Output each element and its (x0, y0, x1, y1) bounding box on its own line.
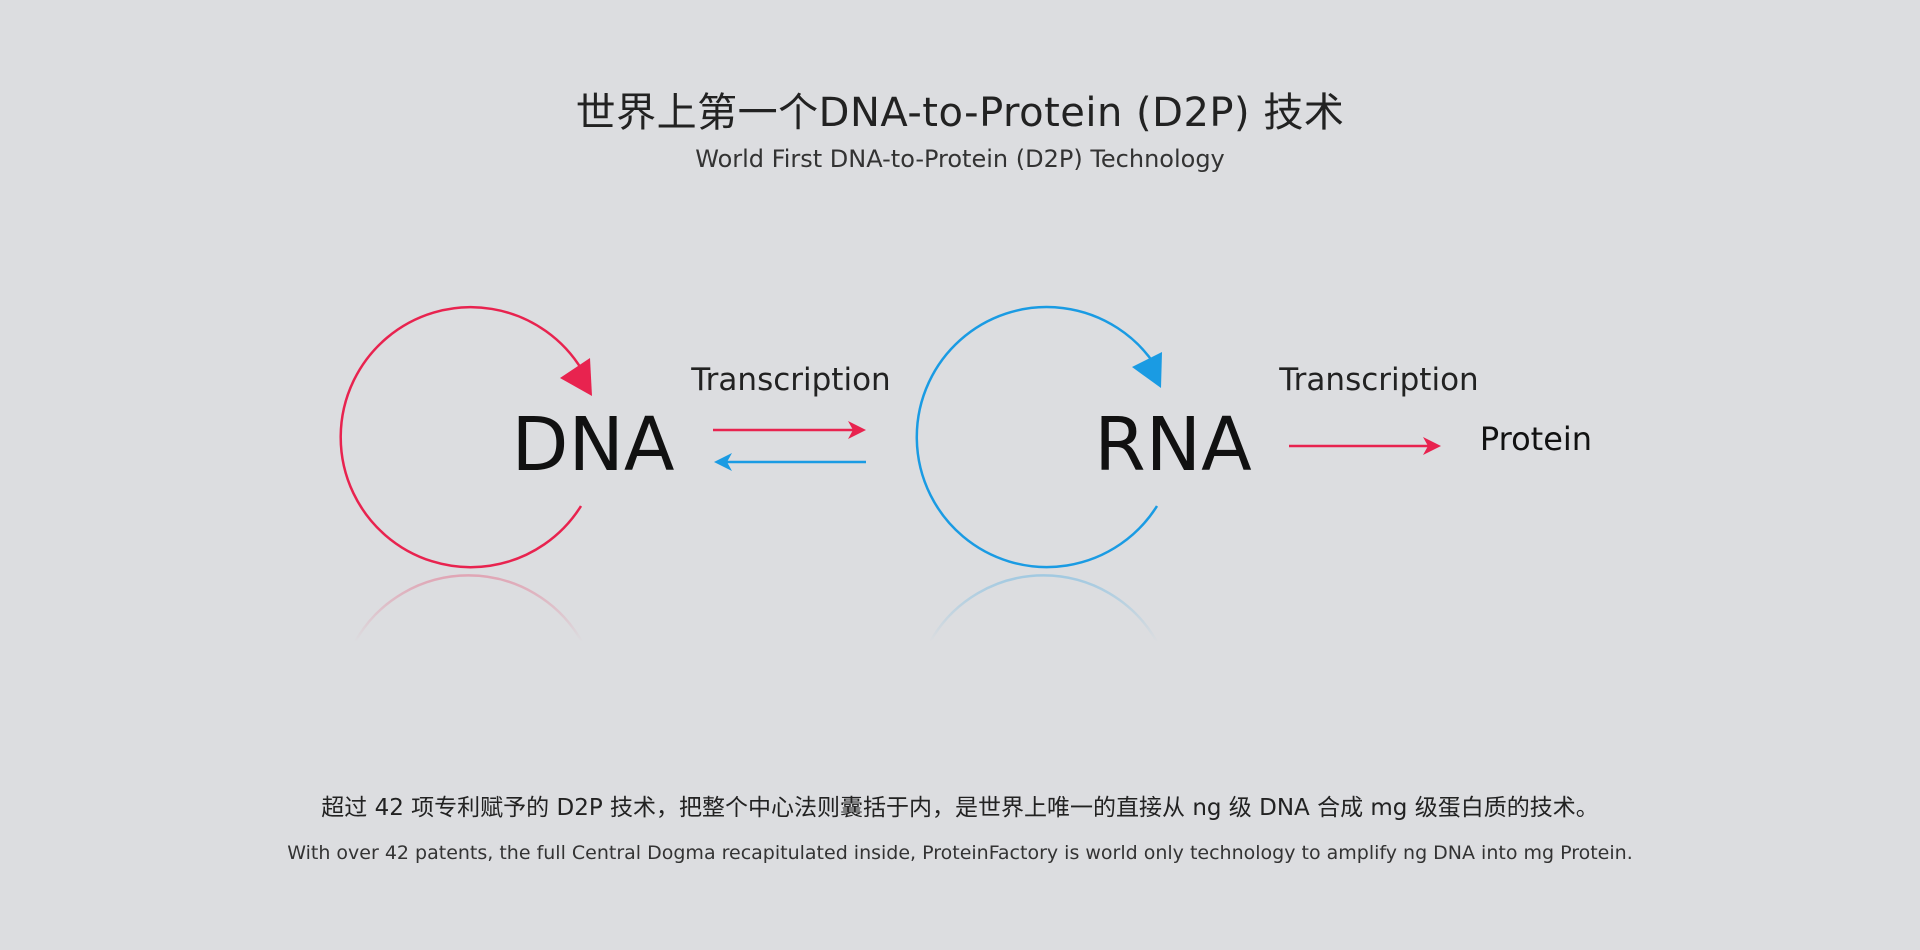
protein-node-label: Protein (1480, 420, 1592, 458)
description-en: With over 42 patents, the full Central D… (287, 842, 1633, 864)
rna-protein-edge-label: Transcription (1278, 362, 1478, 398)
dna-rna-edge-label: Transcription (690, 362, 890, 398)
rna-loop-reflection (928, 574, 1159, 643)
dna-replication-loop (339, 305, 592, 643)
rna-to-dna-arrow (714, 453, 866, 471)
page-title-en: World First DNA-to-Protein (D2P) Technol… (695, 145, 1225, 173)
rna-to-protein-arrow (1289, 437, 1441, 455)
rna-replication-loop (915, 305, 1162, 643)
dna-loop-arrowhead (560, 358, 592, 396)
dna-loop-arc (339, 305, 584, 569)
page-title-cn: 世界上第一个DNA-to-Protein (D2P) 技术 (575, 90, 1345, 136)
rna-loop-arc (915, 305, 1159, 569)
dna-to-rna-arrow (713, 421, 866, 439)
description-cn: 超过 42 项专利赋予的 D2P 技术，把整个中心法则囊括于内，是世界上唯一的直… (321, 795, 1599, 821)
rna-node-label: RNA (1094, 402, 1252, 488)
rna-loop-arrowhead (1132, 352, 1162, 388)
dna-loop-reflection (353, 574, 584, 643)
dna-node-label: DNA (512, 402, 675, 488)
